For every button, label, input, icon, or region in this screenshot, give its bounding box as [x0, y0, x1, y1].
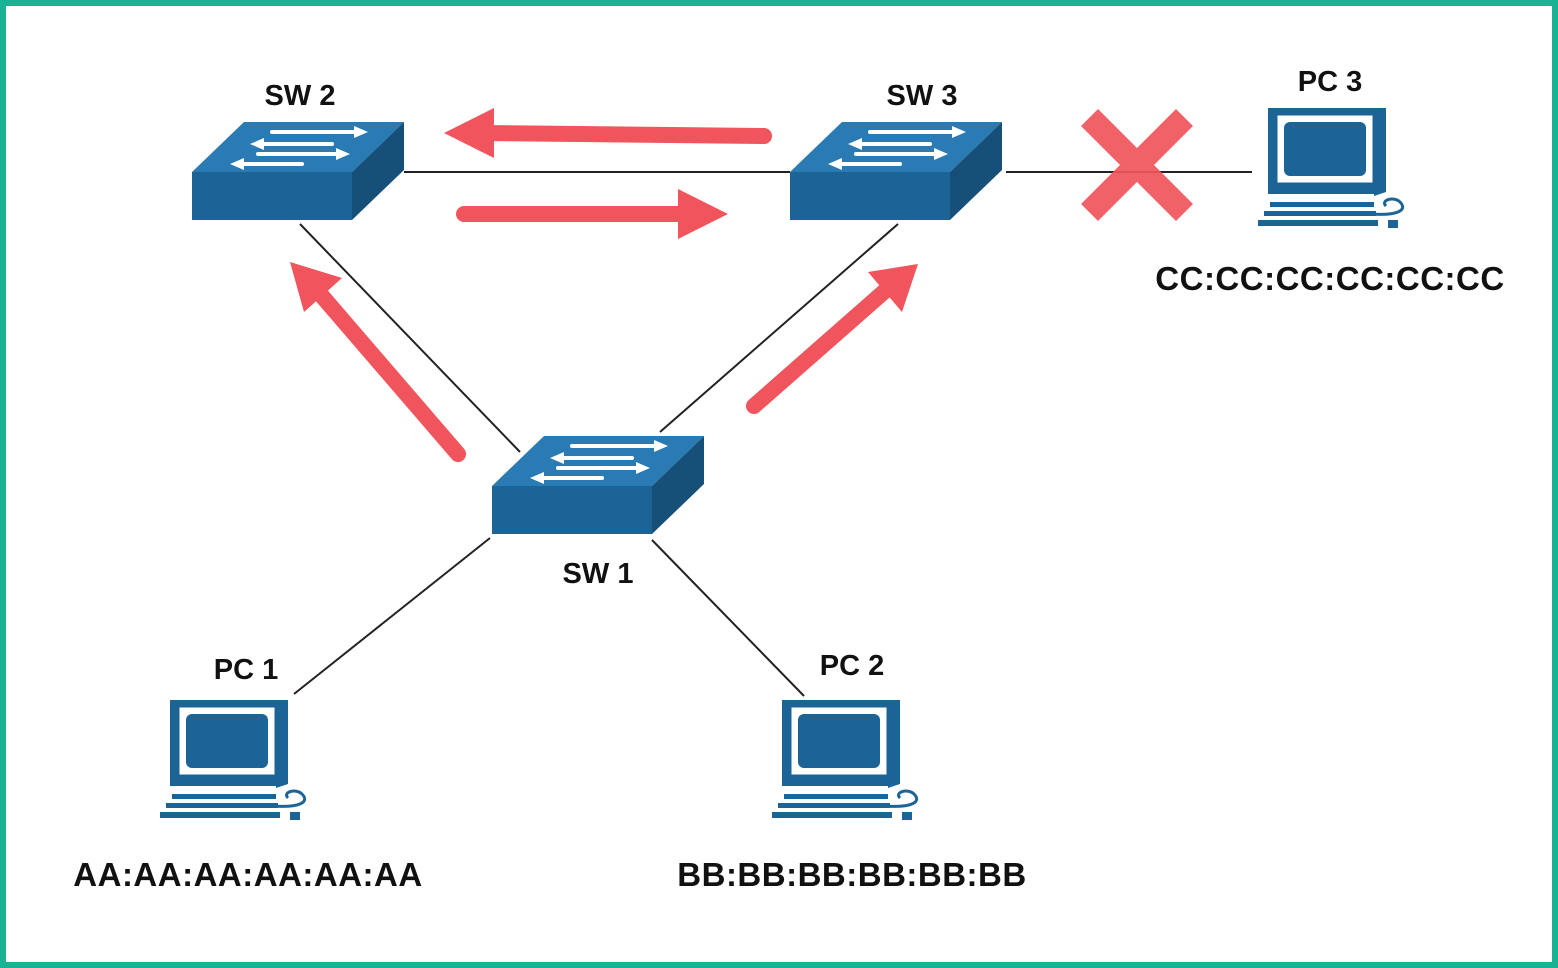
pc-icon[interactable] [770, 698, 919, 822]
link-sw1-pc2 [651, 539, 805, 697]
switch-icon[interactable] [788, 120, 1004, 222]
pc1-label: PC 1 [213, 654, 279, 686]
pc-icon[interactable] [1256, 106, 1405, 230]
flow-arrow-sw2-to-sw3 [456, 189, 728, 239]
pc3-mac-address: CC:CC:CC:CC:CC:CC [1155, 260, 1505, 297]
sw3-label: SW 3 [886, 80, 958, 112]
link-down-x-icon [1081, 109, 1193, 221]
link-sw1-sw3 [659, 223, 899, 433]
link-sw1-sw2 [299, 223, 521, 453]
link-sw1-pc1 [293, 537, 491, 695]
pc3-label: PC 3 [1297, 66, 1363, 98]
pc1-mac-address: AA:AA:AA:AA:AA:AA [73, 856, 423, 893]
sw2-label: SW 2 [264, 80, 336, 112]
switch-icon[interactable] [490, 434, 706, 536]
pc2-mac-address: BB:BB:BB:BB:BB:BB [677, 856, 1027, 893]
pc2-label: PC 2 [819, 650, 885, 682]
switch-icon[interactable] [190, 120, 406, 222]
flow-arrow-sw1-to-sw3 [746, 264, 918, 414]
flow-arrow-sw1-to-sw2 [290, 262, 466, 462]
flow-arrows-layer [290, 108, 918, 462]
flow-arrow-sw3-to-sw2 [444, 108, 772, 158]
sw1-label: SW 1 [562, 558, 634, 590]
pc-icon[interactable] [158, 698, 307, 822]
